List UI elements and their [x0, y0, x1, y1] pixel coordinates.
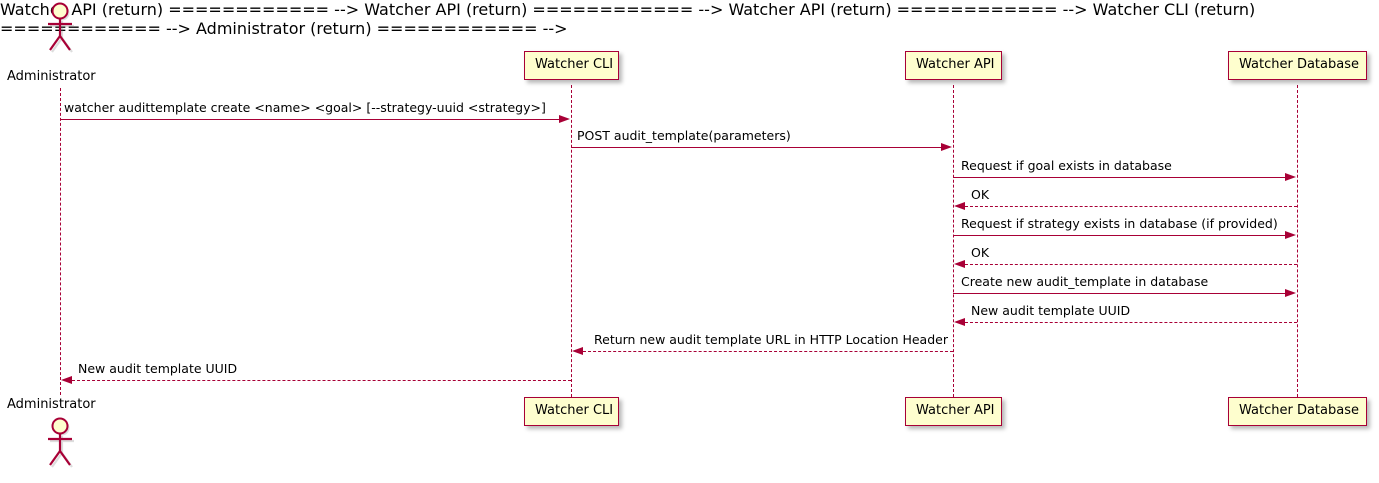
message-line-9 [583, 351, 953, 352]
message-arrowhead-2 [941, 142, 952, 151]
participant-box-watcher-cli-top[interactable]: Watcher CLI [524, 51, 619, 80]
message-arrowhead-10 [61, 375, 72, 384]
participant-box-watcher-database-bottom[interactable]: Watcher Database [1228, 397, 1367, 426]
participant-box-watcher-api-top[interactable]: Watcher API [905, 51, 1002, 80]
participant-box-watcher-database-top[interactable]: Watcher Database [1228, 51, 1367, 80]
actor-administrator-bottom [48, 417, 74, 468]
message-line-4 [965, 206, 1297, 207]
message-arrowhead-3 [1285, 172, 1296, 181]
message-line-7 [953, 293, 1286, 294]
lifeline-watcher-api [953, 85, 954, 397]
message-line-10 [72, 380, 571, 381]
message-label-9: Return new audit template URL in HTTP Lo… [594, 332, 948, 347]
message-label-7: Create new audit_template in database [961, 274, 1209, 289]
message-line-2 [571, 147, 942, 148]
message-label-10: New audit template UUID [78, 361, 238, 376]
message-label-3: Request if goal exists in database [961, 158, 1172, 173]
lifeline-administrator [60, 88, 61, 395]
actor-label-administrator-top: Administrator [7, 69, 96, 84]
message-label-8: New audit template UUID [971, 303, 1131, 318]
actor-administrator-top [48, 2, 74, 53]
message-arrowhead-5 [1285, 230, 1296, 239]
lifeline-watcher-cli [571, 85, 572, 397]
message-label-5: Request if strategy exists in database (… [961, 216, 1278, 231]
message-line-8 [965, 322, 1297, 323]
participant-box-watcher-api-bottom[interactable]: Watcher API [905, 397, 1002, 426]
message-arrowhead-9 [572, 346, 583, 355]
lifeline-watcher-database [1297, 85, 1298, 397]
message-line-3 [953, 177, 1286, 178]
message-arrowhead-7 [1285, 288, 1296, 297]
message-arrowhead-1 [559, 114, 570, 123]
message-arrowhead-8 [954, 317, 965, 326]
message-label-1: watcher audittemplate create <name> <goa… [64, 100, 546, 115]
message-line-6 [965, 264, 1297, 265]
message-label-6: OK [971, 245, 990, 260]
message-line-1 [60, 119, 561, 120]
message-arrowhead-4 [954, 201, 965, 210]
message-label-2: POST audit_template(parameters) [577, 128, 791, 143]
message-line-5 [953, 235, 1286, 236]
participant-box-watcher-cli-bottom[interactable]: Watcher CLI [524, 397, 619, 426]
message-label-4: OK [971, 187, 990, 202]
actor-label-administrator-bottom: Administrator [7, 397, 96, 412]
message-arrowhead-6 [954, 259, 965, 268]
